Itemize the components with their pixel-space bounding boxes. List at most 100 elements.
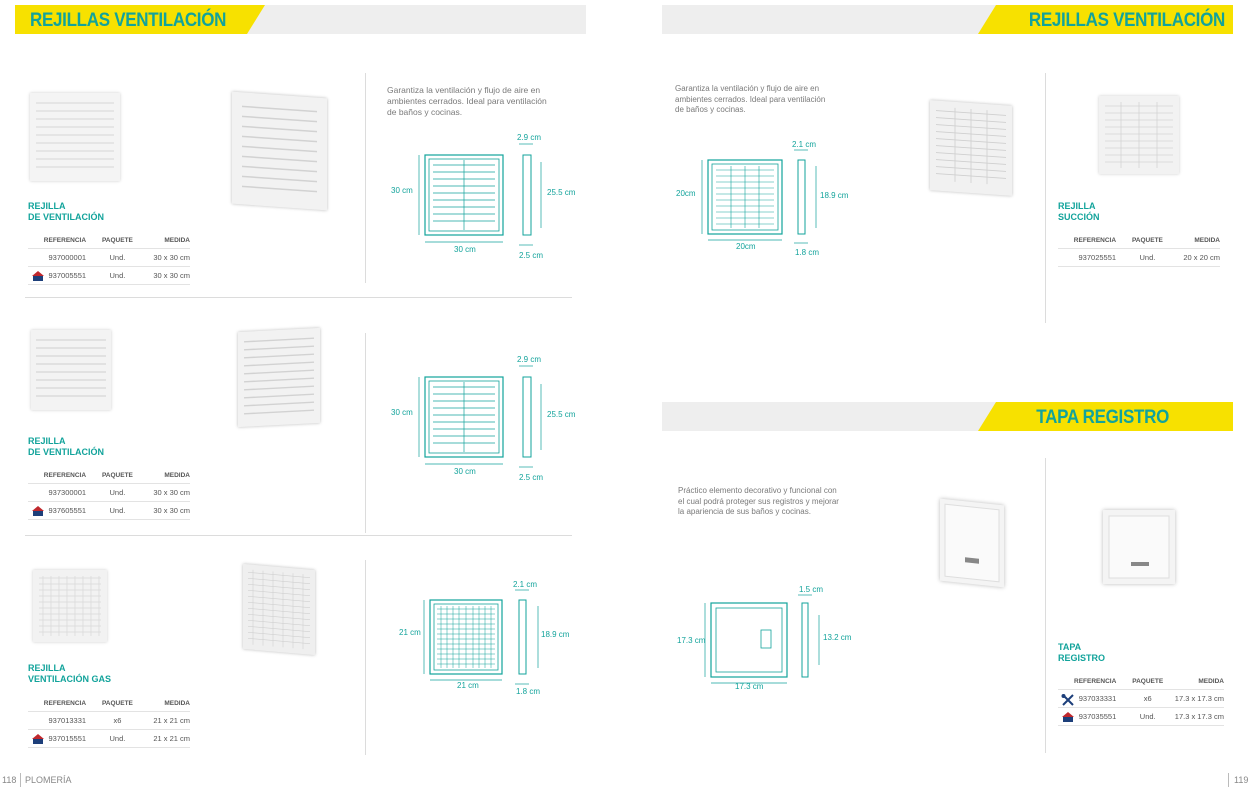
desc-line: la apariencia de sus baños y cocinas. bbox=[678, 507, 811, 516]
product-name-line1: REJILLA bbox=[1058, 201, 1096, 211]
suction-grille-angle-icon bbox=[936, 107, 1006, 185]
cell-pkg: Und. bbox=[109, 488, 126, 497]
ref-text: 937033331 bbox=[1078, 694, 1117, 703]
cell-pkg: Und. bbox=[109, 506, 126, 515]
divider-h-1 bbox=[25, 297, 572, 298]
product-name: REJILLA DE VENTILACIÓN bbox=[28, 436, 104, 458]
table-header: REFERENCIA PAQUETE MEDIDA bbox=[1058, 232, 1220, 249]
product-description: Garantiza la ventilación y flujo de aire… bbox=[675, 84, 825, 116]
desc-line: Garantiza la ventilación y flujo de aire… bbox=[387, 85, 541, 95]
dim-height: 20cm bbox=[676, 189, 696, 198]
mesh-grille-angle-icon bbox=[248, 569, 310, 650]
col-pkg-header: PAQUETE bbox=[101, 699, 133, 707]
product-name-line1: REJILLA bbox=[28, 201, 66, 211]
cell-ref: 937025551 bbox=[1058, 253, 1126, 262]
store-icon bbox=[1061, 711, 1074, 722]
cell-ref: 937300001 bbox=[28, 488, 96, 497]
cell-ref: 937605551 bbox=[28, 505, 96, 516]
desc-line: el cual podrá proteger sus registros y m… bbox=[678, 496, 839, 506]
product-photo-angle bbox=[243, 563, 315, 656]
product-photo-front bbox=[31, 330, 111, 410]
store-icon bbox=[31, 505, 44, 516]
product-name-line2: VENTILACIÓN GAS bbox=[28, 674, 112, 684]
dimension-diagram: 17.3 cm 17.3 cm 1.5 cm 13.2 cm bbox=[677, 585, 852, 691]
col-pkg-header: PAQUETE bbox=[1132, 677, 1164, 685]
dimension-diagram: 20cm 20cm 2.1 cm 18.9 cm 1.8 cm bbox=[676, 140, 849, 257]
product-name: REJILLA VENTILACIÓN GAS bbox=[28, 663, 111, 685]
header-left-title: REJILLAS VENTILACIÓN bbox=[30, 8, 227, 31]
cell-ref: 937033331 bbox=[1058, 693, 1126, 706]
dim-depth-top: 1.5 cm bbox=[799, 585, 823, 594]
header-left-yellow bbox=[15, 5, 265, 34]
desc-line: ambientes cerrados. Ideal para ventilaci… bbox=[675, 94, 826, 104]
cell-pkg: x6 bbox=[1143, 694, 1152, 703]
col-ref-header: REFERENCIA bbox=[1074, 677, 1117, 685]
cell-size: 21 x 21 cm bbox=[153, 716, 190, 725]
cell-ref: 937013331 bbox=[28, 716, 96, 725]
header-tapa-banner: TAPA REGISTRO bbox=[662, 402, 1233, 431]
desc-line: ambientes cerrados. Ideal para ventilaci… bbox=[387, 96, 547, 106]
louver-grille-icon bbox=[36, 102, 114, 168]
product-photo-angle bbox=[232, 91, 327, 211]
table-header: REFERENCIA PAQUETE MEDIDA bbox=[1058, 673, 1224, 690]
dim-width: 17.3 cm bbox=[735, 682, 764, 691]
louver-grille-icon bbox=[36, 339, 106, 397]
col-ref-header: REFERENCIA bbox=[1073, 236, 1117, 244]
dim-width: 30 cm bbox=[454, 245, 476, 254]
cell-pkg: Und. bbox=[109, 271, 126, 280]
cell-size: 30 x 30 cm bbox=[153, 488, 190, 497]
cell-size: 30 x 30 cm bbox=[153, 253, 190, 262]
product-photo-front bbox=[33, 570, 107, 642]
table-row: 937000001 Und. 30 x 30 cm bbox=[28, 249, 190, 267]
table-row: 937605551 Und. 30 x 30 cm bbox=[28, 502, 190, 520]
divider-h-2 bbox=[25, 535, 572, 536]
divider-v-2 bbox=[365, 333, 366, 533]
louver-grille-angle-icon bbox=[244, 337, 314, 415]
product-name: REJILLA DE VENTILACIÓN bbox=[28, 201, 104, 223]
table-row: 937013331 x6 21 x 21 cm bbox=[28, 712, 190, 730]
cell-size: 21 x 21 cm bbox=[153, 734, 190, 743]
cell-ref: 937000001 bbox=[28, 253, 96, 262]
desc-line: de baños y cocinas. bbox=[387, 107, 463, 117]
divider-v-3 bbox=[365, 560, 366, 755]
table-row: 937300001 Und. 30 x 30 cm bbox=[28, 484, 190, 502]
dim-inner: 25.5 cm bbox=[547, 188, 576, 197]
product-photo-angle bbox=[940, 498, 1004, 588]
product-name-line2: REGISTRO bbox=[1058, 653, 1106, 663]
ref-text: 937605551 bbox=[48, 506, 87, 515]
dimension-diagram: 30 cm 30 cm 2.9 cm 25.5 cm 2.5 cm bbox=[391, 133, 576, 260]
product-table: REFERENCIA PAQUETE MEDIDA 937033331 x6 1… bbox=[1058, 673, 1224, 726]
access-panel-icon bbox=[1108, 515, 1170, 579]
table-row: 937015551 Und. 21 x 21 cm bbox=[28, 730, 190, 748]
header-tapa-title: TAPA REGISTRO bbox=[1036, 405, 1169, 428]
header-tapa-yellow bbox=[978, 402, 1233, 431]
dim-height: 21 cm bbox=[399, 628, 421, 637]
dim-height: 30 cm bbox=[391, 186, 413, 195]
cell-size: 17.3 x 17.3 cm bbox=[1174, 694, 1224, 703]
product-name: REJILLA SUCCIÓN bbox=[1058, 201, 1100, 223]
product-name-line1: REJILLA bbox=[28, 436, 66, 446]
product-name-line2: SUCCIÓN bbox=[1058, 212, 1100, 222]
dim-inner: 13.2 cm bbox=[823, 633, 852, 642]
product-name-line2: DE VENTILACIÓN bbox=[28, 447, 105, 457]
cell-pkg: x6 bbox=[113, 716, 122, 725]
product-table: REFERENCIA PAQUETE MEDIDA 937000001 Und.… bbox=[28, 232, 190, 285]
cell-size: 20 x 20 cm bbox=[1183, 253, 1220, 262]
product-table: REFERENCIA PAQUETE MEDIDA 937013331 x6 2… bbox=[28, 695, 190, 748]
col-size-header: MEDIDA bbox=[164, 236, 190, 244]
col-size-header: MEDIDA bbox=[164, 471, 190, 479]
product-table: REFERENCIA PAQUETE MEDIDA 937025551 Und.… bbox=[1058, 232, 1220, 267]
header-right-banner: REJILLAS VENTILACIÓN bbox=[662, 5, 1233, 34]
dim-depth-bottom: 2.5 cm bbox=[519, 473, 543, 482]
table-row: 937033331 x6 17.3 x 17.3 cm bbox=[1058, 690, 1224, 708]
table-row: 937025551 Und. 20 x 20 cm bbox=[1058, 249, 1220, 267]
dimension-diagram: 21 cm 21 cm 2.1 cm 18.9 cm 1.8 cm bbox=[399, 580, 570, 696]
product-name-line2: DE VENTILACIÓN bbox=[28, 212, 105, 222]
dimension-diagram: 30 cm 30 cm 2.9 cm 25.5 cm 2.5 cm bbox=[391, 355, 576, 482]
dim-depth-bottom: 1.8 cm bbox=[516, 687, 540, 696]
col-ref-header: REFERENCIA bbox=[43, 699, 87, 707]
table-header: REFERENCIA PAQUETE MEDIDA bbox=[28, 695, 190, 712]
cell-size: 17.3 x 17.3 cm bbox=[1174, 712, 1224, 721]
product-photo-front bbox=[1103, 510, 1175, 584]
cell-ref: 937005551 bbox=[28, 270, 96, 281]
